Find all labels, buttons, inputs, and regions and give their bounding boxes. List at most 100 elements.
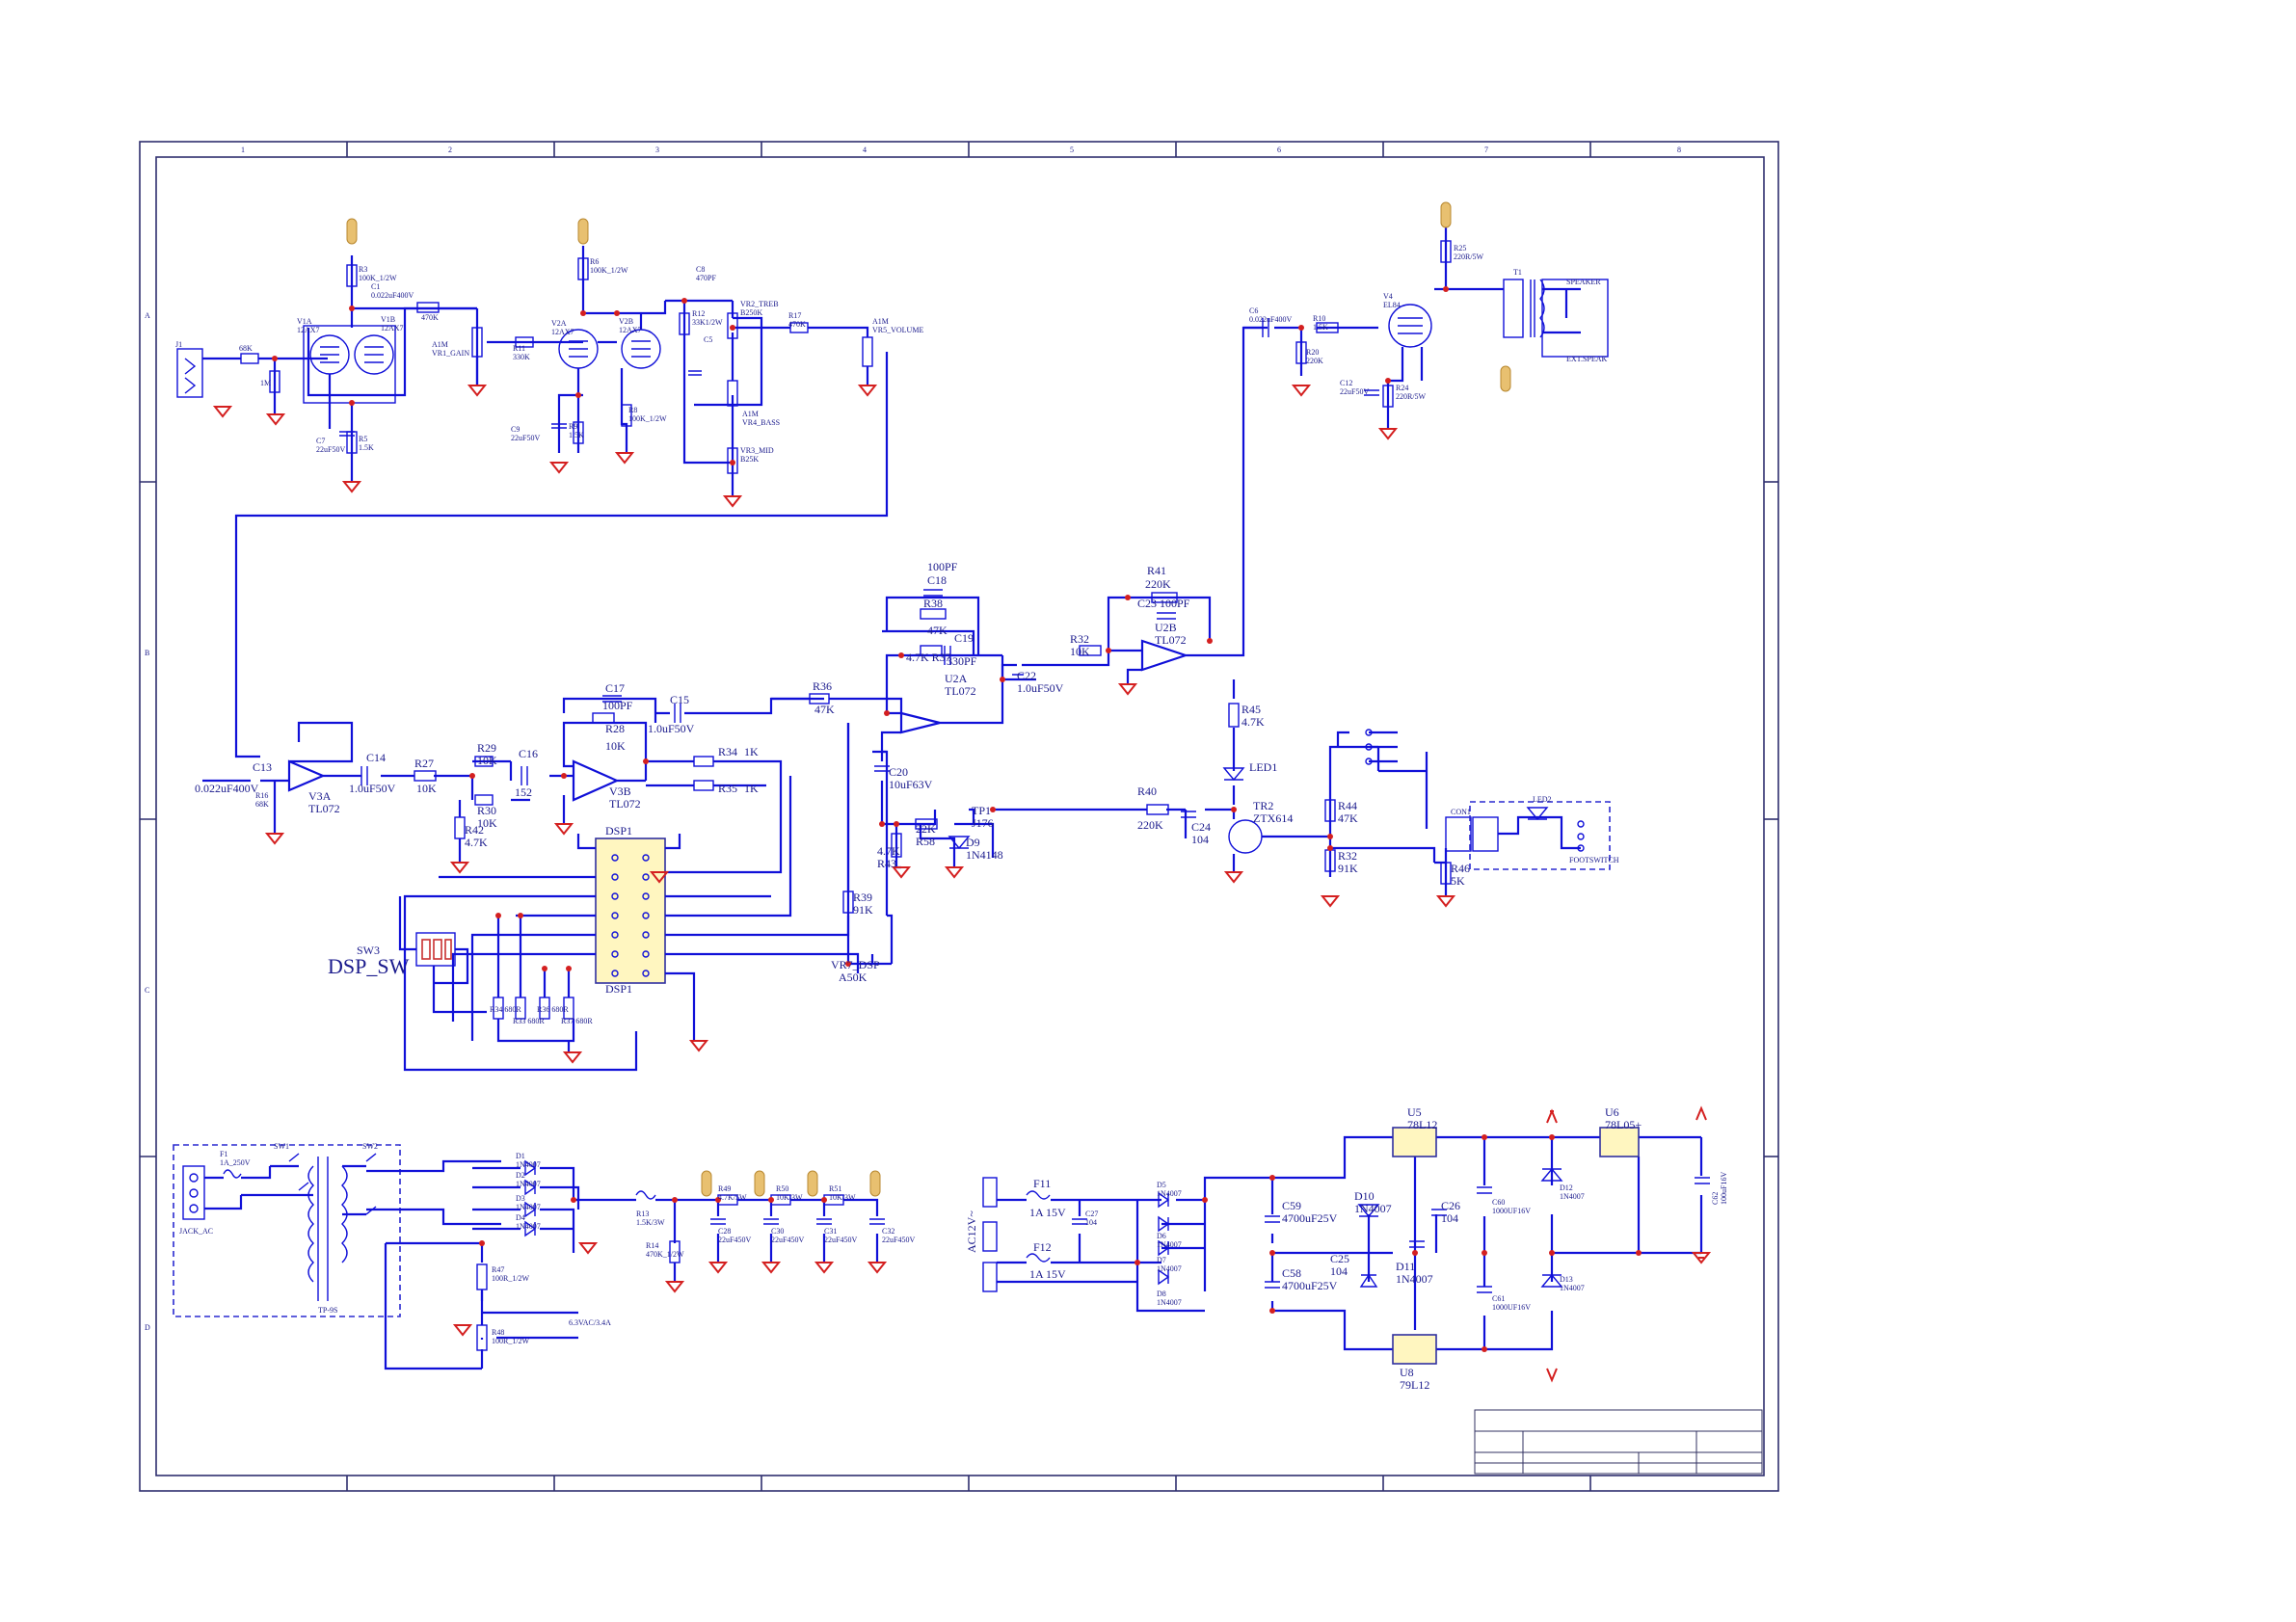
col-mark-7: 7 [1484,146,1488,154]
r36-value: 47K [814,703,835,716]
dsp1-top-label: DSP1 [605,824,632,838]
row-mark-d: D [145,1323,150,1332]
regulator-u5 [1392,1127,1437,1157]
c19-label: C19 [954,631,974,645]
dsp1-module [595,838,666,984]
dsp-sw-small-label: SW3 [357,944,380,957]
row-mark-b: B [145,649,149,657]
col-mark-4: 4 [863,146,867,154]
r35-value: 1K [744,782,759,795]
ext-speak-label: EXT.SPEAK [1566,355,1608,363]
title-block [1474,1409,1763,1475]
c14-value: 1.0uF50V [349,782,396,795]
r-sw-1: R34 680R [490,1005,521,1014]
input-jack-label: J1 [175,340,182,349]
c23-label: C23 100PF [1137,597,1190,610]
vr-dsp-label: VR7_DSP [831,958,880,971]
r41-label: R41 [1147,564,1166,577]
ac12v-connector-3 [982,1262,998,1292]
c62-label: C62100uF16V [1711,1172,1728,1205]
r28-value: 10K [605,739,626,753]
r-sw-3: R36 680R [537,1005,569,1014]
row-mark-c: C [145,986,149,995]
vr-dsp-value: A50K [839,971,868,984]
tube-v1b [354,334,394,375]
c5-label: C5 [704,335,712,344]
row-mark-a: A [145,311,150,320]
col-mark-1: 1 [241,146,245,154]
mains-box [173,1144,401,1317]
input-jack-j1 [176,348,203,398]
f11-label: F11 [1033,1177,1051,1190]
r40-label: R40 [1137,784,1157,798]
footswitch-box [1469,801,1611,870]
f12-value: 1A 15V [1029,1267,1066,1281]
c15-label: C15 [670,693,689,706]
r38-label: R38 [923,597,943,610]
r-input-label: 68K [239,344,253,353]
r-sw-4: R37 680R [561,1017,593,1025]
r36-label: R36 [813,679,832,693]
col-mark-8: 8 [1677,146,1681,154]
t1-label: T1 [1513,268,1522,277]
footswitch-label: FOOTSWITCH [1569,856,1619,864]
f11-value: 1A 15V [1029,1206,1066,1219]
r41-value: 220K [1145,577,1171,591]
c14-label: C14 [366,751,386,764]
col-mark-3: 3 [655,146,659,154]
c13-value: 0.022uF400V [195,782,259,795]
drawing-frame: 1 2 3 4 5 6 7 8 A B C D [139,141,1779,1492]
r35-label: R35 [718,782,737,795]
